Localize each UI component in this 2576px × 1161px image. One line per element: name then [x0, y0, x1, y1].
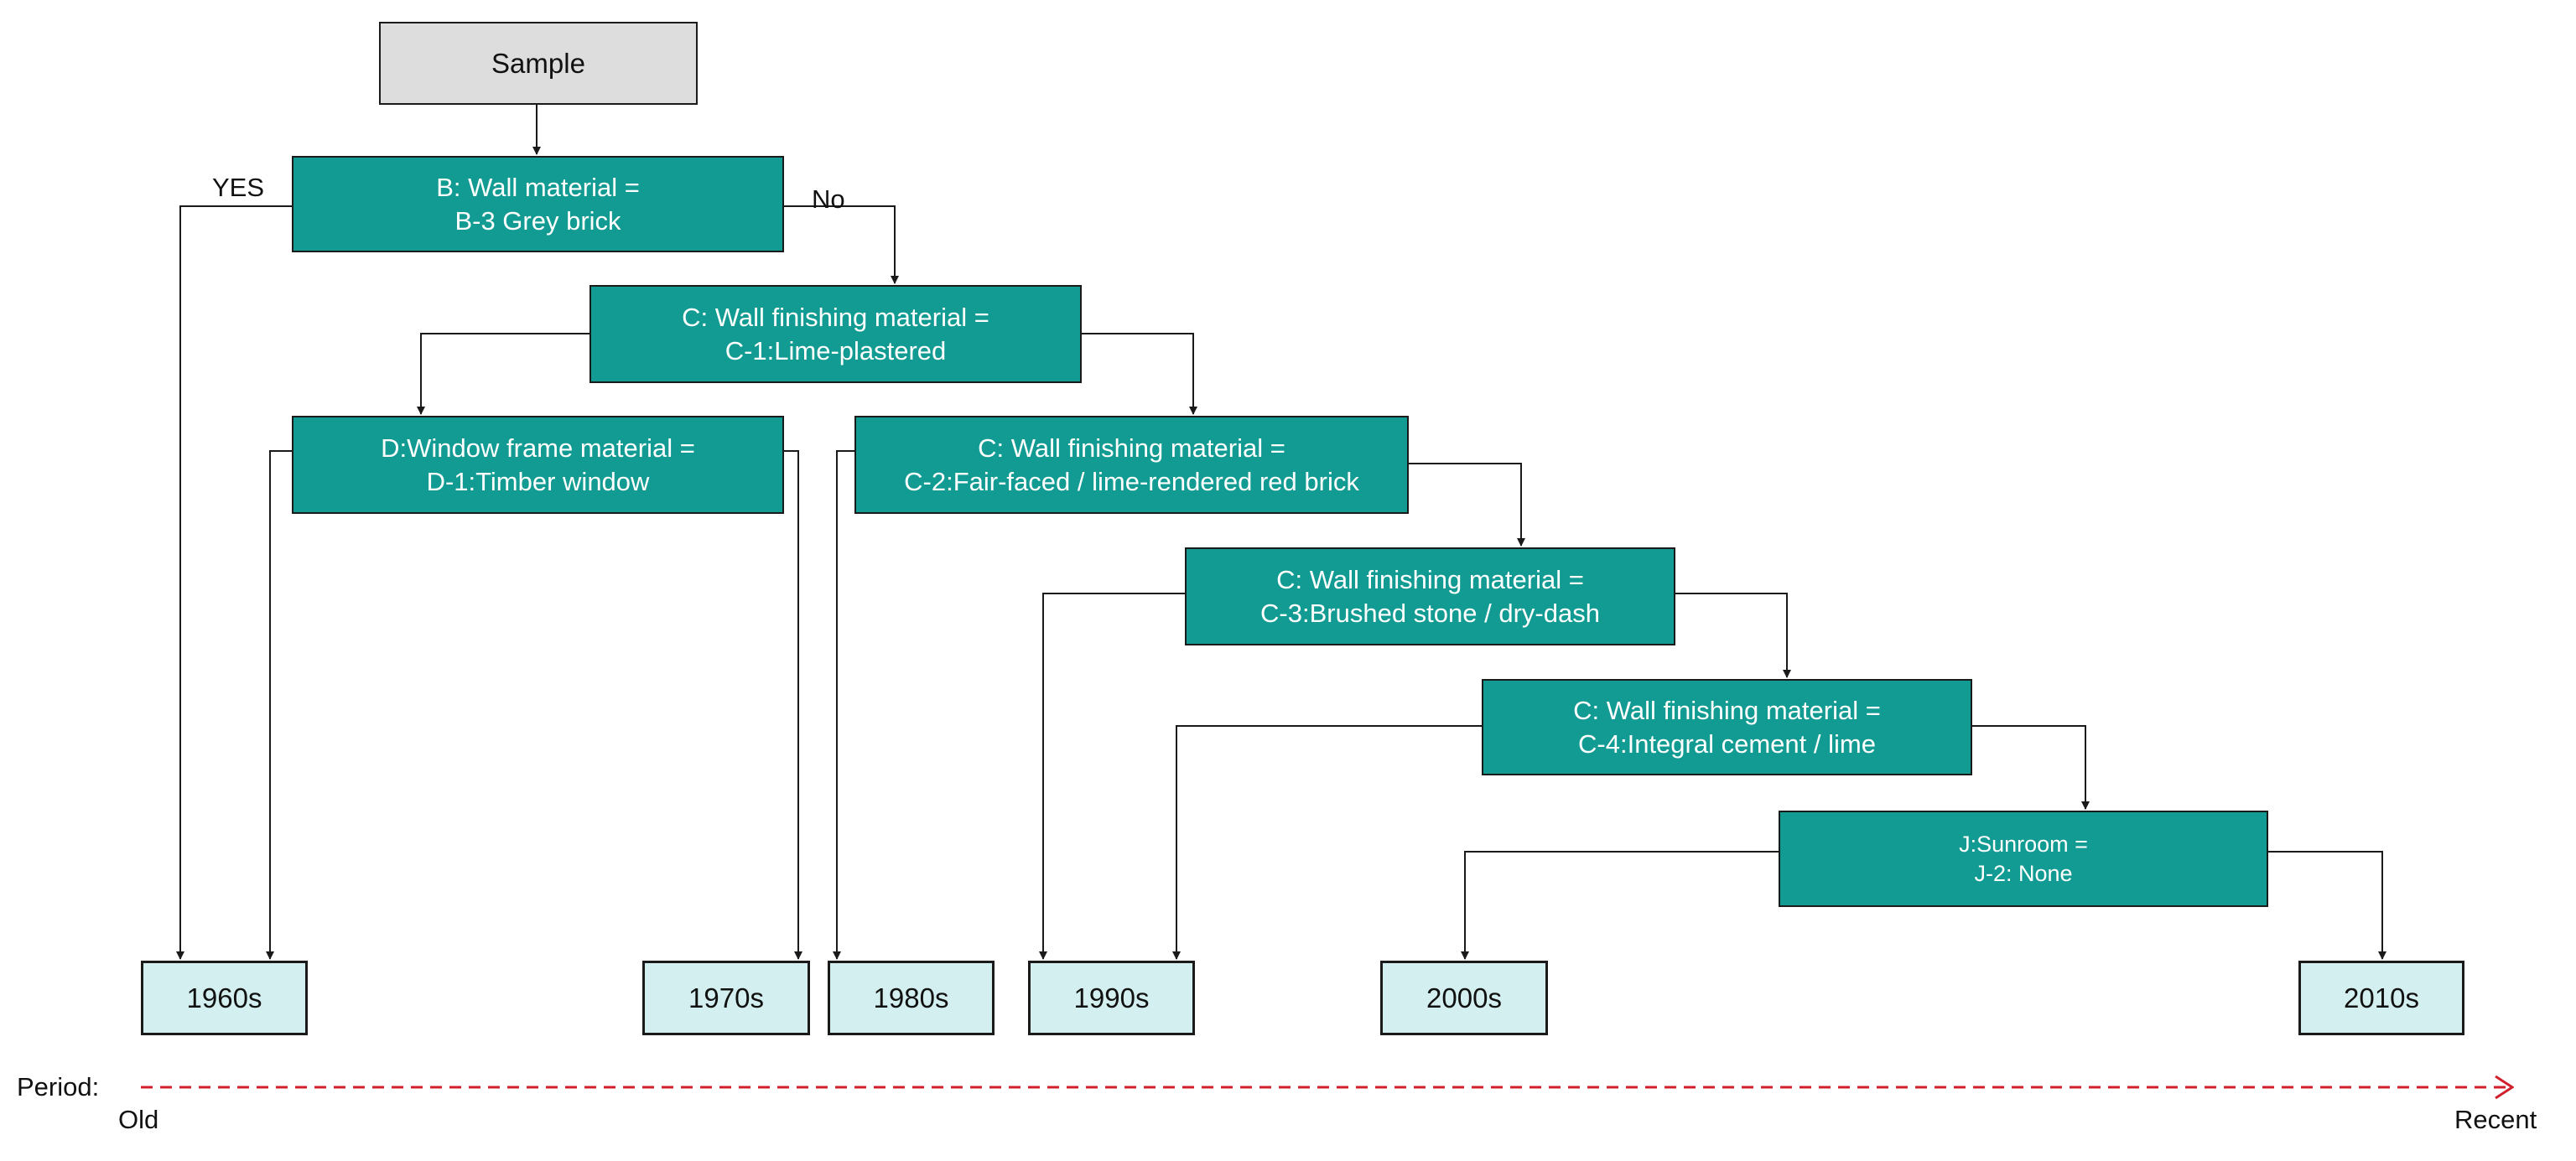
node-red-brick: C: Wall finishing material = C-2:Fair-fa…: [854, 416, 1409, 514]
edge-d-yes-to-1960s: [266, 450, 292, 960]
leaf-2000s-label: 2000s: [1426, 982, 1502, 1013]
leaf-1970s-label: 1970s: [688, 982, 764, 1013]
period-recent-label: Recent: [2454, 1105, 2537, 1134]
node-sunroom: J:Sunroom = J-2: None: [1779, 811, 2268, 907]
leaf-2010s: 2010s: [2298, 961, 2464, 1035]
edge-b-no-to-c1: [784, 205, 899, 284]
node-integral-cement: C: Wall finishing material = C-4:Integra…: [1482, 679, 1972, 775]
node-lime-plastered: C: Wall finishing material = C-1:Lime-pl…: [589, 285, 1082, 383]
leaf-1990s-label: 1990s: [1073, 982, 1150, 1013]
edge-c1-yes-to-d: [417, 333, 589, 415]
node-brushed-stone-line1: C: Wall finishing material =: [1276, 564, 1584, 594]
node-wall-material-line1: B: Wall material =: [436, 172, 640, 202]
edge-c1-no-to-c2: [1082, 333, 1197, 415]
node-sample: Sample: [379, 22, 698, 105]
edge-c4-yes-to-1990s: [1172, 725, 1482, 960]
leaf-1980s: 1980s: [828, 961, 995, 1035]
edge-b-yes-to-1960s: [176, 205, 292, 960]
node-window-frame-line1: D:Window frame material =: [381, 433, 695, 463]
edge-c2-yes-to-1980s: [833, 450, 854, 960]
edge-c3-no-to-c4: [1675, 593, 1791, 678]
period-label: Period:: [17, 1072, 100, 1101]
node-sunroom-line2: J-2: None: [1974, 860, 2073, 886]
period-old-label: Old: [118, 1105, 159, 1134]
node-window-frame: D:Window frame material = D-1:Timber win…: [292, 416, 784, 514]
edge-label-no: No: [812, 184, 845, 214]
edge-c3-yes-to-1990s: [1039, 593, 1185, 960]
node-red-brick-line2: C-2:Fair-faced / lime-rendered red brick: [904, 466, 1359, 496]
node-brushed-stone: C: Wall finishing material = C-3:Brushed…: [1185, 547, 1675, 645]
node-sunroom-line1: J:Sunroom =: [1959, 831, 2088, 857]
leaf-1990s: 1990s: [1028, 961, 1195, 1035]
edge-d-no-to-1970s: [784, 450, 802, 960]
node-integral-cement-line2: C-4:Integral cement / lime: [1578, 728, 1876, 759]
leaf-2010s-label: 2010s: [2344, 982, 2419, 1013]
node-lime-plastered-line1: C: Wall finishing material =: [682, 302, 989, 332]
leaf-1960s-label: 1960s: [186, 982, 262, 1013]
leaf-2000s: 2000s: [1380, 961, 1548, 1035]
edge-c2-no-to-c3: [1409, 463, 1525, 547]
node-red-brick-line1: C: Wall finishing material =: [978, 433, 1285, 463]
node-wall-material: B: Wall material = B-3 Grey brick: [292, 156, 784, 252]
leaf-1980s-label: 1980s: [873, 982, 949, 1013]
edge-label-yes: YES: [212, 173, 265, 202]
node-sample-label: Sample: [491, 47, 585, 79]
node-brushed-stone-line2: C-3:Brushed stone / dry-dash: [1260, 598, 1600, 628]
edge-j-yes-to-2000s: [1461, 851, 1779, 960]
edge-c4-no-to-j: [1972, 725, 2090, 810]
leaf-1970s: 1970s: [642, 961, 810, 1035]
leaf-1960s: 1960s: [141, 961, 308, 1035]
node-lime-plastered-line2: C-1:Lime-plastered: [724, 335, 947, 365]
edge-j-no-to-2010s: [2268, 851, 2386, 960]
node-integral-cement-line1: C: Wall finishing material =: [1573, 695, 1881, 725]
node-window-frame-line2: D-1:Timber window: [426, 466, 650, 496]
node-wall-material-line2: B-3 Grey brick: [454, 205, 621, 236]
